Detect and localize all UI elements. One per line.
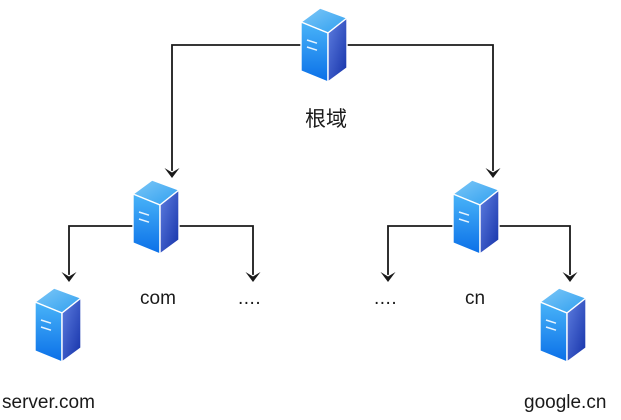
edge-root-to-com-arrowhead <box>164 168 180 178</box>
server-front-face <box>159 189 180 255</box>
server-front-face <box>61 297 82 363</box>
server-left-face <box>539 301 568 363</box>
edge-root-to-cn <box>323 44 494 171</box>
google-cn-host-node-label: google.cn <box>524 392 607 413</box>
server-vent-slit-2 <box>545 326 557 331</box>
server-vent-slit-1 <box>306 39 318 44</box>
edge-cn-to-google-cn-arrowhead <box>562 272 578 282</box>
server-front-face <box>327 17 348 83</box>
edge-cn-to-ellipsis <box>387 225 477 275</box>
edge-root-to-cn-arrowhead <box>485 168 501 178</box>
server-front-face <box>566 297 587 363</box>
server-vent-slit-2 <box>40 326 52 331</box>
com-domain-node-label: com <box>140 288 176 309</box>
edge-cn-to-google-cn <box>475 225 571 275</box>
edge-root-to-com <box>171 44 325 171</box>
edge-com-to-ellipsis <box>155 225 254 275</box>
server-icon <box>300 7 348 83</box>
server-com-host-node[interactable] <box>32 286 84 364</box>
server-front-face <box>479 189 500 255</box>
server-vent-slit-2 <box>138 218 150 223</box>
cn-domain-node-label: cn <box>465 288 486 309</box>
root-domain-node[interactable] <box>298 6 350 84</box>
server-vent-slit-1 <box>40 319 52 324</box>
server-left-face <box>452 193 481 255</box>
root-domain-node-label: 根域 <box>305 107 347 131</box>
edge-cn-to-ellipsis-arrowhead <box>380 272 396 282</box>
server-left-face <box>34 301 63 363</box>
edge-com-to-server-com-arrowhead <box>61 272 77 282</box>
server-icon <box>34 287 82 363</box>
com-sibling-ellipsis-label: .... <box>238 288 262 309</box>
server-icon <box>132 179 180 255</box>
server-vent-slit-1 <box>458 211 470 216</box>
com-domain-node[interactable] <box>130 178 182 256</box>
cn-domain-node[interactable] <box>450 178 502 256</box>
cn-sibling-ellipsis-label: .... <box>374 288 398 309</box>
server-icon <box>452 179 500 255</box>
server-vent-slit-2 <box>458 218 470 223</box>
google-cn-host-node[interactable] <box>537 286 589 364</box>
server-vent-slit-1 <box>545 319 557 324</box>
server-icon <box>539 287 587 363</box>
server-left-face <box>132 193 161 255</box>
edge-com-to-ellipsis-arrowhead <box>245 272 261 282</box>
server-vent-slit-2 <box>306 46 318 51</box>
server-left-face <box>300 21 329 83</box>
edge-com-to-server-com <box>68 225 157 275</box>
server-vent-slit-1 <box>138 211 150 216</box>
server-com-host-node-label: server.com <box>2 392 95 413</box>
